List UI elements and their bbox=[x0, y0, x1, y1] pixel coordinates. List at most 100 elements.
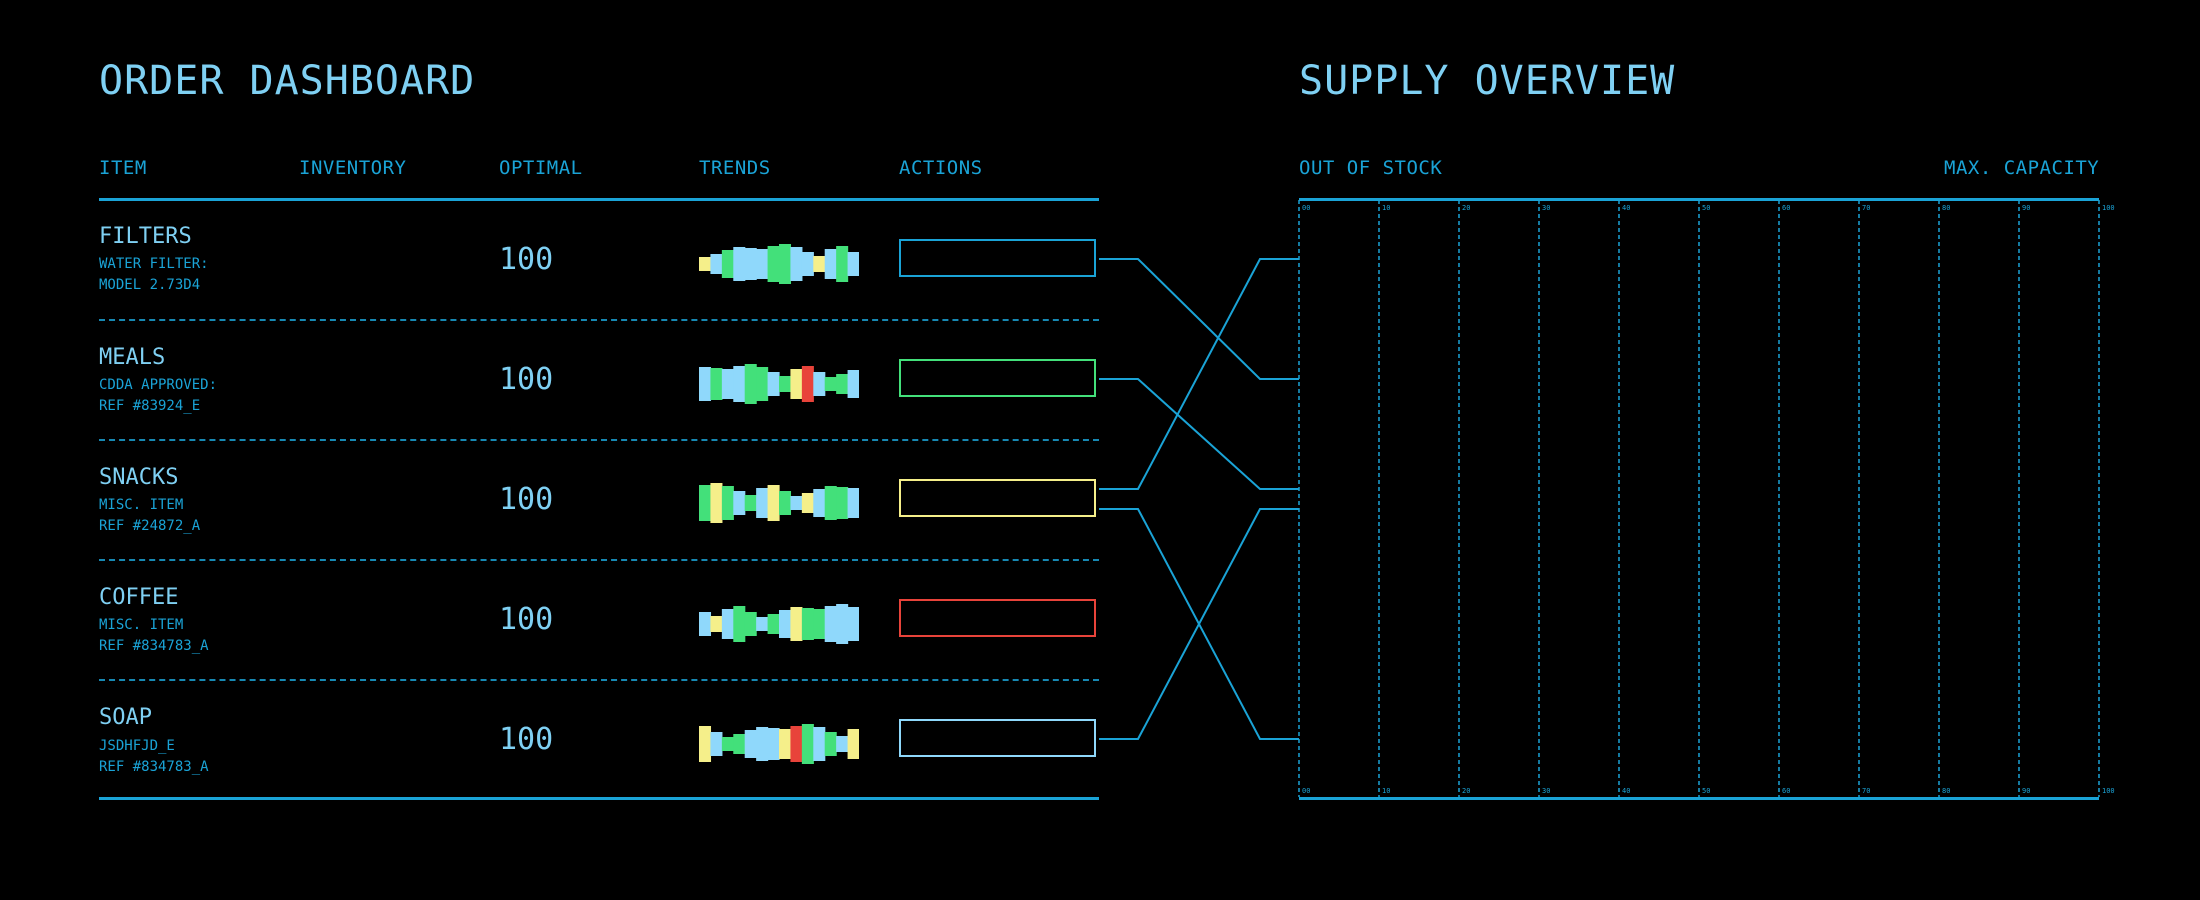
trend-bar bbox=[756, 249, 769, 279]
tick-label-bottom: 100 bbox=[2102, 787, 2115, 795]
trend-bar bbox=[847, 729, 859, 759]
trend-bar bbox=[836, 487, 849, 519]
action-button[interactable] bbox=[899, 719, 1096, 757]
trend-bar bbox=[824, 377, 837, 391]
item-description: MISC. ITEM bbox=[99, 497, 184, 513]
trend-bar bbox=[710, 616, 723, 632]
trend-sparkline bbox=[699, 244, 859, 284]
tick-label-top: 00 bbox=[1302, 204, 1310, 212]
trend-bar bbox=[744, 730, 757, 758]
item-reference: REF #834783_A bbox=[99, 759, 209, 775]
column-header-trends: TRENDS bbox=[699, 157, 771, 179]
action-button[interactable] bbox=[899, 599, 1096, 637]
trend-bar bbox=[824, 249, 837, 279]
tick-label-top: 60 bbox=[1782, 204, 1790, 212]
trend-bar bbox=[721, 609, 734, 639]
trend-bar bbox=[699, 485, 712, 521]
trend-bar bbox=[756, 488, 769, 518]
trend-bar bbox=[721, 737, 734, 751]
trend-bar bbox=[710, 254, 723, 274]
trend-bar bbox=[767, 372, 780, 396]
item-name: FILTERS bbox=[99, 224, 192, 249]
trend-bar bbox=[836, 604, 849, 644]
trend-bar bbox=[767, 728, 780, 760]
trend-bar bbox=[847, 370, 859, 398]
row-divider bbox=[99, 439, 1099, 441]
tick-label-top: 10 bbox=[1382, 204, 1390, 212]
tick-label-top: 30 bbox=[1542, 204, 1550, 212]
tick-label-top: 80 bbox=[1942, 204, 1950, 212]
connector-line bbox=[1099, 258, 1299, 490]
trend-bar bbox=[847, 488, 859, 518]
trend-bar bbox=[801, 493, 814, 513]
trend-bar bbox=[710, 368, 723, 400]
connector-line bbox=[1099, 508, 1299, 740]
trend-bar bbox=[847, 607, 859, 641]
connector-line bbox=[1099, 258, 1299, 380]
action-button[interactable] bbox=[899, 239, 1096, 277]
trend-bar bbox=[756, 727, 769, 761]
tick-label-top: 50 bbox=[1702, 204, 1710, 212]
tick-label-bottom: 00 bbox=[1302, 787, 1310, 795]
action-button[interactable] bbox=[899, 359, 1096, 397]
trend-bar bbox=[721, 250, 734, 278]
tick-label-top: 70 bbox=[1862, 204, 1870, 212]
tick-label-bottom: 60 bbox=[1782, 787, 1790, 795]
trend-sparkline bbox=[699, 483, 859, 523]
trend-bar bbox=[744, 364, 757, 404]
trend-bar bbox=[813, 372, 826, 396]
trend-bar bbox=[801, 366, 814, 402]
trend-bar bbox=[756, 617, 769, 631]
item-reference: REF #834783_A bbox=[99, 638, 209, 654]
trend-bar bbox=[824, 732, 837, 756]
tick-label-bottom: 10 bbox=[1382, 787, 1390, 795]
trend-bar bbox=[779, 491, 792, 515]
optimal-value: 100 bbox=[499, 482, 554, 517]
supply-bottom-rule bbox=[1299, 797, 2099, 800]
row-divider bbox=[99, 319, 1099, 321]
item-name: COFFEE bbox=[99, 585, 179, 610]
trend-bar bbox=[779, 244, 792, 284]
trend-bar bbox=[744, 612, 757, 636]
tick-label-bottom: 80 bbox=[1942, 787, 1950, 795]
tick-label-top: 100 bbox=[2102, 204, 2115, 212]
tick-label-bottom: 30 bbox=[1542, 787, 1550, 795]
max-capacity-label: MAX. CAPACITY bbox=[1944, 157, 2100, 179]
trend-bar bbox=[836, 374, 849, 394]
trend-bar bbox=[790, 726, 803, 762]
column-header-actions: ACTIONS bbox=[899, 157, 983, 179]
trend-bar bbox=[733, 606, 746, 642]
trend-bar bbox=[699, 367, 712, 401]
trend-bar bbox=[790, 607, 803, 641]
trend-bar bbox=[779, 376, 792, 392]
order-table-bottom-rule bbox=[99, 797, 1099, 800]
trend-bar bbox=[756, 367, 769, 401]
connector-line bbox=[1099, 378, 1299, 490]
item-name: SOAP bbox=[99, 705, 152, 730]
trend-bar bbox=[813, 489, 826, 517]
trend-bar bbox=[721, 486, 734, 520]
trend-bar bbox=[836, 736, 849, 752]
action-button[interactable] bbox=[899, 479, 1096, 517]
item-name: SNACKS bbox=[99, 465, 179, 490]
row-divider bbox=[99, 559, 1099, 561]
optimal-value: 100 bbox=[499, 722, 554, 757]
trend-bar bbox=[744, 248, 757, 280]
trend-bar bbox=[767, 614, 780, 634]
item-reference: REF #24872_A bbox=[99, 518, 201, 534]
item-description: JSDHFJD_E bbox=[99, 738, 175, 754]
trend-bar bbox=[744, 495, 757, 511]
supply-overview-title: SUPPLY OVERVIEW bbox=[1299, 58, 1676, 104]
order-table-top-rule bbox=[99, 198, 1099, 201]
tick-label-bottom: 50 bbox=[1702, 787, 1710, 795]
trend-bar bbox=[779, 610, 792, 638]
column-header-inventory: INVENTORY bbox=[299, 157, 407, 179]
item-name: MEALS bbox=[99, 345, 166, 370]
trend-sparkline bbox=[699, 604, 859, 644]
trend-bar bbox=[733, 734, 746, 754]
trend-bar bbox=[847, 252, 859, 276]
trend-bar bbox=[710, 732, 723, 756]
trend-bar bbox=[813, 256, 826, 272]
column-header-item: ITEM bbox=[99, 157, 147, 179]
